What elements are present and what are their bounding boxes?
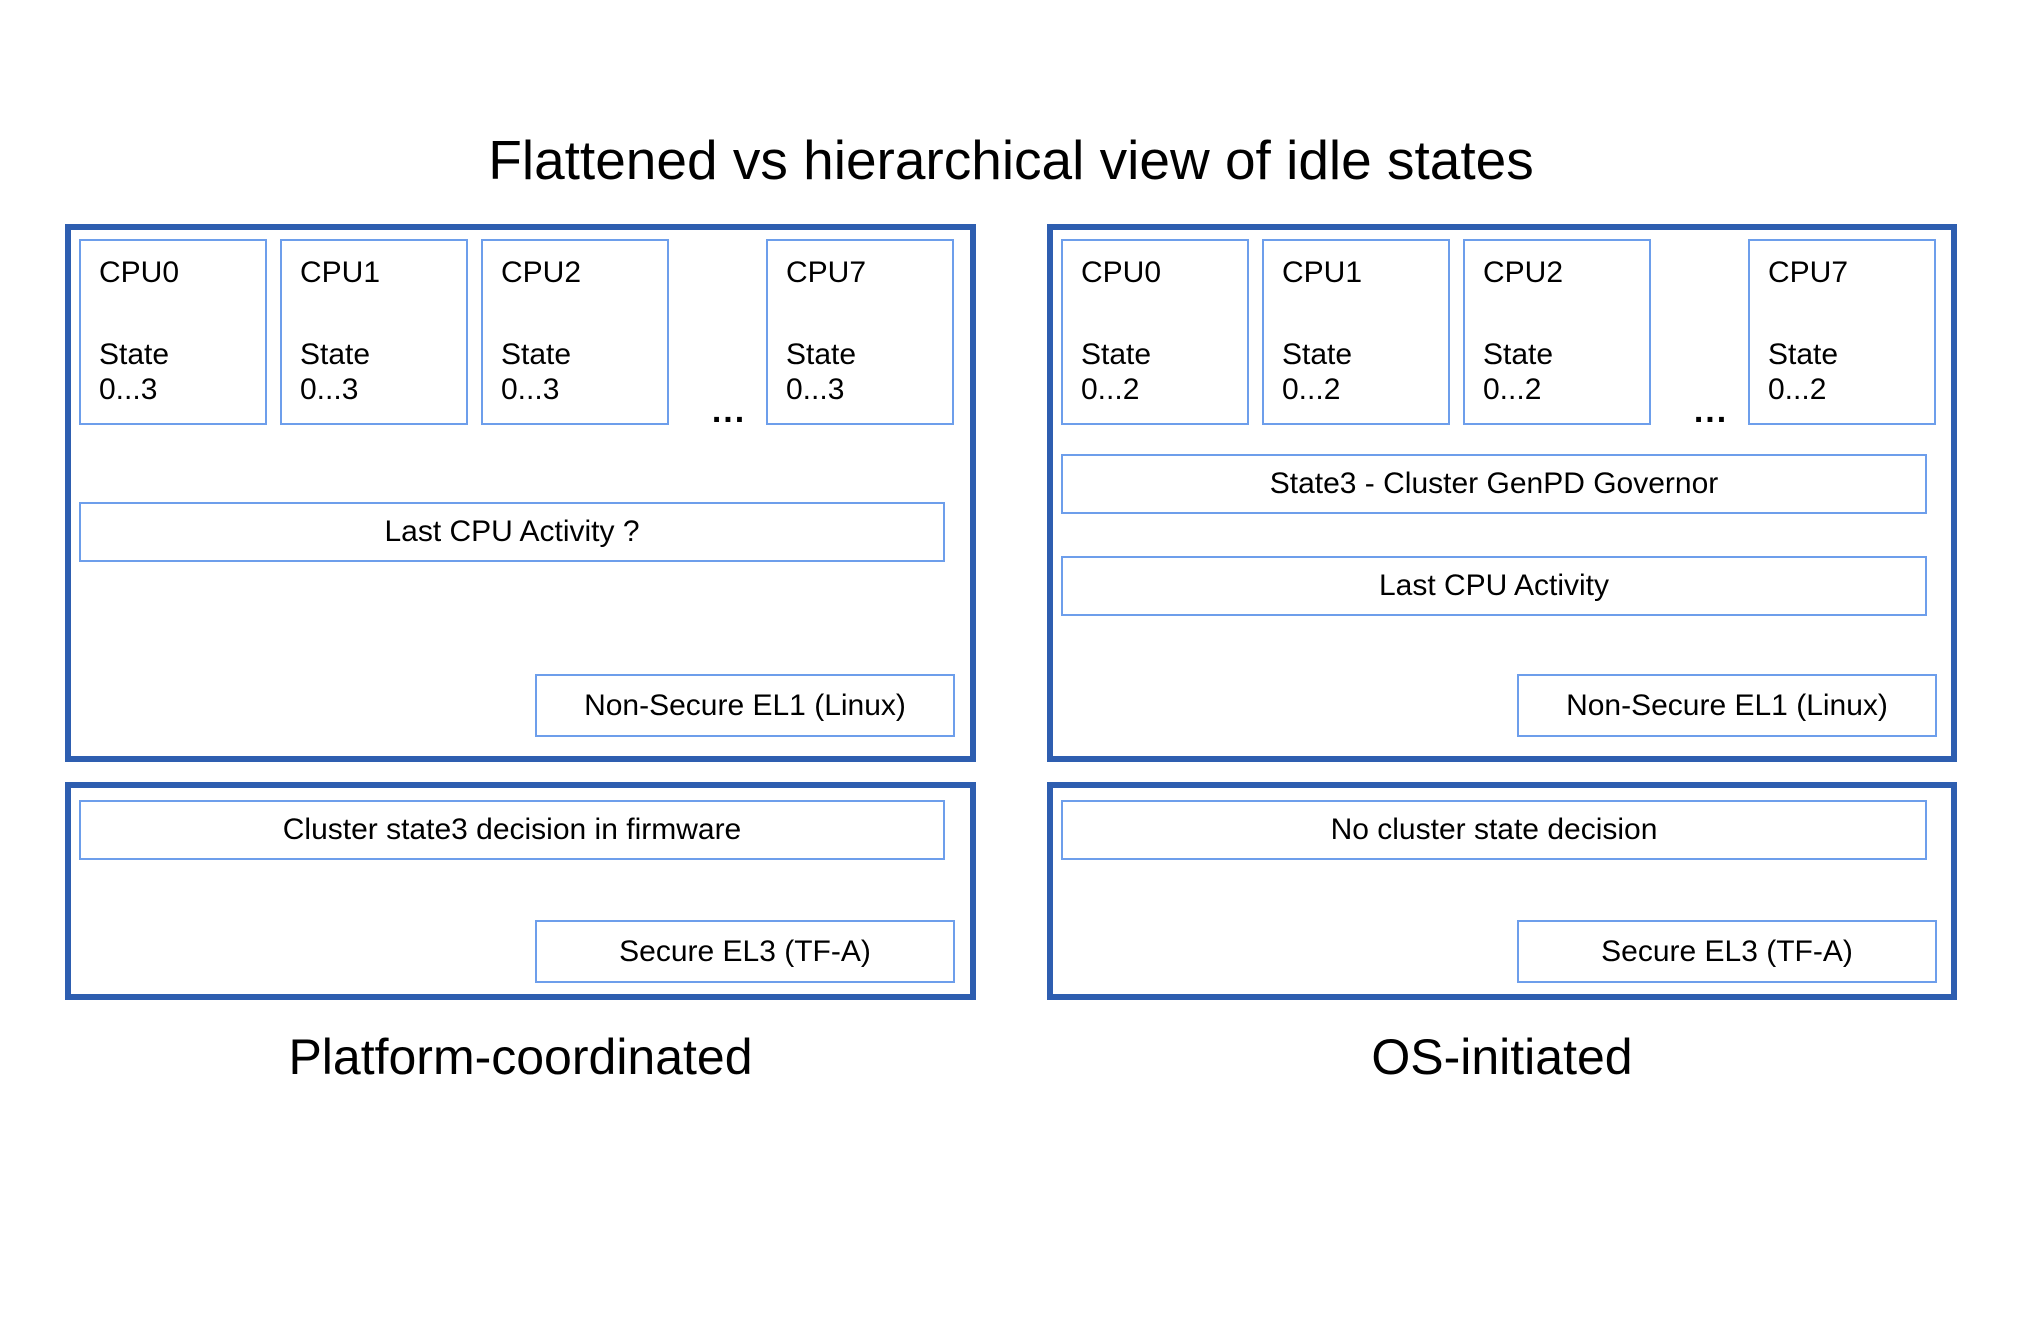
cpu-state-range: 0...2 xyxy=(1768,372,1827,406)
cpu-box: CPU0 State 0...3 xyxy=(79,239,267,425)
cpu-state: State 0...2 xyxy=(1081,338,1229,407)
cpu-state: State 0...3 xyxy=(300,338,448,407)
cpu-state-range: 0...3 xyxy=(501,372,560,406)
cpu-state: State 0...2 xyxy=(1768,338,1916,407)
osi-secure-panel: No cluster state decision Secure EL3 (TF… xyxy=(1047,782,1957,1000)
secure-el3-box: Secure EL3 (TF-A) xyxy=(535,920,955,983)
cpu-box: CPU2 State 0...2 xyxy=(1463,239,1651,425)
secure-el3-box: Secure EL3 (TF-A) xyxy=(1517,920,1937,983)
last-cpu-activity-box: Last CPU Activity xyxy=(1061,556,1927,616)
cpu-state-label: State xyxy=(1483,338,1554,371)
platform-coordinated-caption: Platform-coordinated xyxy=(288,1029,753,1085)
cpu-state-range: 0...2 xyxy=(1483,372,1542,406)
cpu-state-label: State xyxy=(1081,338,1152,371)
cpu-state: State 0...2 xyxy=(1282,338,1430,407)
cluster-genpd-governor-box: State3 - Cluster GenPD Governor xyxy=(1061,454,1927,514)
cpu-ellipsis: ... xyxy=(711,392,747,430)
cpu-box: CPU7 State 0...2 xyxy=(1748,239,1936,425)
cpu-state-label: State xyxy=(99,338,170,371)
platform-nonsecure-panel: CPU0 State 0...3 CPU1 State 0...3 CPU2 S… xyxy=(65,224,976,762)
no-cluster-decision-box: No cluster state decision xyxy=(1061,800,1927,860)
cpu-state-range: 0...3 xyxy=(786,372,845,406)
cpu-state-label: State xyxy=(300,338,371,371)
cpu-state-label: State xyxy=(786,338,857,371)
cpu-state: State 0...3 xyxy=(501,338,649,407)
cpu-label: CPU2 xyxy=(501,256,582,289)
cpu-state-label: State xyxy=(501,338,572,371)
cpu-label: CPU2 xyxy=(1483,256,1564,289)
cpu-label: CPU7 xyxy=(1768,256,1849,289)
platform-secure-panel: Cluster state3 decision in firmware Secu… xyxy=(65,782,976,1000)
cpu-state: State 0...2 xyxy=(1483,338,1631,407)
cpu-ellipsis: ... xyxy=(1693,392,1729,430)
os-initiated-caption: OS-initiated xyxy=(1371,1029,1633,1085)
firmware-decision-box: Cluster state3 decision in firmware xyxy=(79,800,945,860)
cpu-state: State 0...3 xyxy=(786,338,934,407)
cpu-state-label: State xyxy=(1768,338,1839,371)
cpu-label: CPU0 xyxy=(99,256,180,289)
cpu-state-range: 0...3 xyxy=(99,372,158,406)
non-secure-el1-box: Non-Secure EL1 (Linux) xyxy=(535,674,955,737)
cpu-state-label: State xyxy=(1282,338,1353,371)
cpu-state-range: 0...2 xyxy=(1081,372,1140,406)
non-secure-el1-box: Non-Secure EL1 (Linux) xyxy=(1517,674,1937,737)
osi-nonsecure-panel: CPU0 State 0...2 CPU1 State 0...2 CPU2 S… xyxy=(1047,224,1957,762)
cpu-box: CPU1 State 0...2 xyxy=(1262,239,1450,425)
last-cpu-activity-box: Last CPU Activity ? xyxy=(79,502,945,562)
cpu-state-range: 0...3 xyxy=(300,372,359,406)
cpu-box: CPU0 State 0...2 xyxy=(1061,239,1249,425)
cpu-state-range: 0...2 xyxy=(1282,372,1341,406)
cpu-box: CPU2 State 0...3 xyxy=(481,239,669,425)
cpu-label: CPU1 xyxy=(1282,256,1363,289)
cpu-label: CPU7 xyxy=(786,256,867,289)
cpu-label: CPU1 xyxy=(300,256,381,289)
diagram-title: Flattened vs hierarchical view of idle s… xyxy=(488,129,1534,191)
cpu-box: CPU1 State 0...3 xyxy=(280,239,468,425)
cpu-state: State 0...3 xyxy=(99,338,247,407)
cpu-label: CPU0 xyxy=(1081,256,1162,289)
cpu-box: CPU7 State 0...3 xyxy=(766,239,954,425)
